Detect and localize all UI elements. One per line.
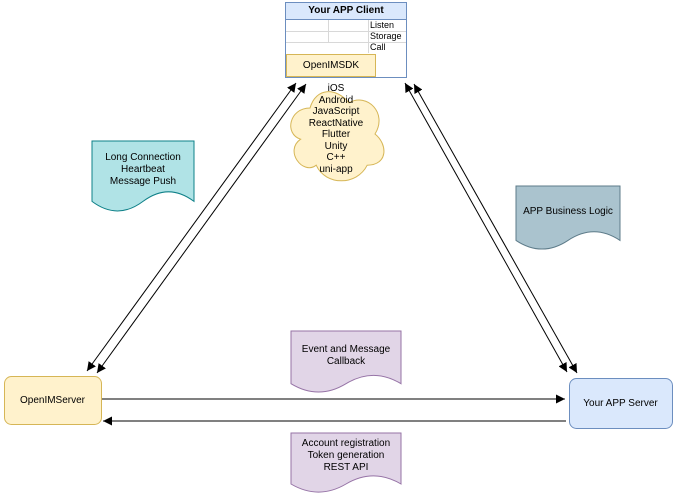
arrow-openimserver-client-1: [86, 82, 297, 372]
platform-item: ReactNative: [308, 117, 364, 129]
platform-item: Android: [318, 94, 354, 106]
client-interface-call: Call: [370, 42, 386, 52]
app-business-logic-note-shape: [515, 185, 621, 250]
client-grid-line-h2: [286, 42, 406, 43]
rest-api-note-shape: [290, 432, 402, 493]
client-box-title: Your APP Client: [286, 3, 406, 20]
long-connection-note-text: Long Connection Heartbeat Message Push: [105, 152, 181, 187]
client-box-body: Listen Storage Call: [286, 20, 406, 53]
platform-item: uni-app: [319, 163, 353, 175]
client-grid-line-h1: [286, 31, 406, 32]
platforms-cloud-shape: [290, 91, 385, 182]
appserver-node-shape: [569, 378, 673, 429]
event-callback-note-shape: [290, 330, 402, 393]
client-interface-listen: Listen: [370, 20, 395, 30]
platform-item: JavaScript: [312, 106, 360, 117]
appserver-label: Your APP Server: [583, 397, 658, 409]
platform-item: iOS: [327, 83, 345, 94]
app-business-logic-note-text: APP Business Logic: [523, 206, 613, 217]
platforms-cloud-text: iOS Android JavaScript ReactNative Flutt…: [286, 83, 386, 175]
client-grid-line-v1: [368, 20, 369, 53]
rest-api-note-text: Account registration Token generation RE…: [301, 438, 391, 473]
openimserver-label: OpenIMServer: [19, 394, 86, 406]
client-grid-line-v2: [328, 20, 329, 42]
client-box: Your APP Client Listen Storage Call Open…: [285, 2, 407, 78]
platform-item: C++: [326, 152, 346, 163]
arrow-client-appserver-2: [413, 83, 578, 374]
platform-item: Unity: [324, 140, 348, 152]
event-callback-note-text: Event and Message Callback: [301, 344, 391, 367]
openimsdk-label: OpenIMSDK: [302, 60, 360, 71]
arrow-openimserver-client-2: [96, 83, 307, 374]
openimsdk-box: OpenIMSDK: [286, 54, 376, 77]
openimserver-node-shape: [4, 376, 102, 425]
platform-item: Flutter: [321, 129, 351, 140]
long-connection-note-shape: [91, 140, 195, 212]
client-interface-storage: Storage: [370, 31, 402, 41]
